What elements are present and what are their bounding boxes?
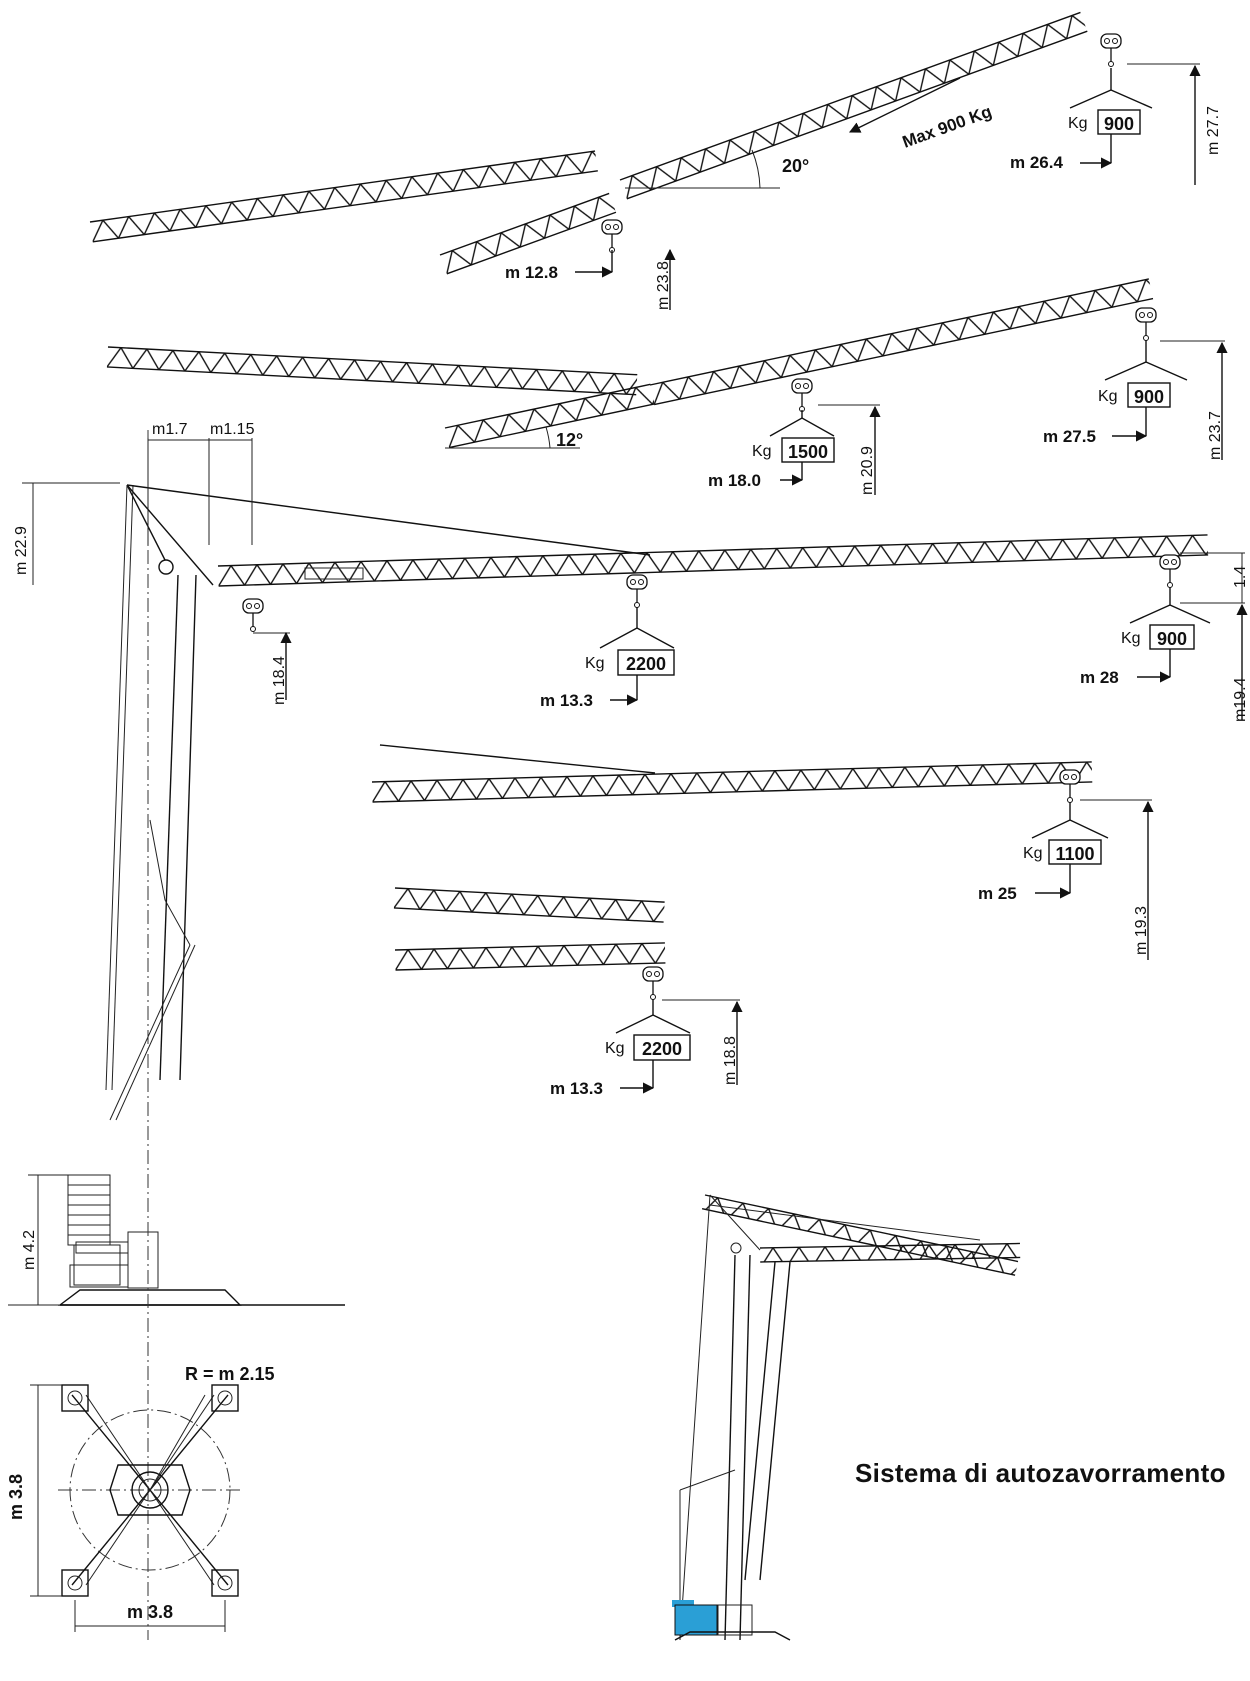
offset-2: m1.15: [210, 421, 255, 438]
base-width: m 3.8: [127, 1602, 173, 1622]
folded-radius: m 13.3: [550, 1079, 603, 1098]
tip-radius-horizontal: m 28: [1080, 668, 1119, 687]
max-load-arrow: [848, 77, 961, 133]
load-1100: [1031, 802, 1109, 865]
load-1500: [769, 410, 835, 463]
tip-radius-20: m 26.4: [1010, 153, 1063, 172]
mid-height-12: m 20.9: [859, 446, 876, 495]
mid-radius-12: m 18.0: [708, 471, 761, 490]
min-hook-height: m 18.4: [271, 656, 288, 705]
offset-1: m1.7: [152, 421, 188, 438]
load-900-top: [1069, 68, 1153, 135]
tower-height: m 22.9: [13, 526, 30, 575]
tip-height-horizontal: m19.4: [1232, 677, 1249, 722]
tip-radius-12: m 27.5: [1043, 427, 1096, 446]
load-2200-folded: [615, 999, 691, 1061]
load-900-horizontal: [1129, 587, 1211, 650]
kg-unit: Kg: [1068, 115, 1088, 132]
kg-unit: Kg: [752, 443, 772, 460]
kg-unit: Kg: [605, 1040, 625, 1057]
mid-radius-horizontal: m 13.3: [540, 691, 593, 710]
base-radius: R = m 2.15: [185, 1364, 275, 1384]
load-900-12: [1104, 340, 1188, 408]
jib-folded: [393, 887, 666, 1001]
tip-height-20: m 27.7: [1205, 106, 1222, 155]
hook-radius-20: m 12.8: [505, 263, 558, 282]
self-ballast-crane: [672, 1194, 1021, 1641]
folded-height: m 18.8: [722, 1036, 739, 1085]
load-2200-horizontal: [599, 607, 675, 676]
kg-unit: Kg: [1023, 845, 1043, 862]
hook-height-20: m 23.8: [655, 261, 672, 310]
tip-load-12: 900: [1134, 387, 1164, 407]
max-load-label: Max 900 Kg: [900, 102, 994, 152]
folded-load: 2200: [642, 1039, 682, 1059]
tip-load-20: 900: [1104, 114, 1134, 134]
mid-load-horizontal: 2200: [626, 654, 666, 674]
kg-unit: Kg: [1098, 388, 1118, 405]
base-depth: m 3.8: [6, 1474, 26, 1520]
title: Sistema di autozavorramento: [855, 1458, 1226, 1488]
jib-25: [371, 744, 1093, 804]
jib-20deg: [89, 11, 1122, 275]
main-crane: [8, 430, 1209, 1640]
angle-12-label: 12°: [556, 430, 583, 450]
mid-load-12: 1500: [788, 442, 828, 462]
base-plan: [58, 1384, 240, 1597]
tip-load-horizontal: 900: [1157, 629, 1187, 649]
kg-unit: Kg: [1121, 630, 1141, 647]
angle-20-label: 20°: [782, 156, 809, 176]
tip-radius-25: m 25: [978, 884, 1017, 903]
tip-offset: 1.4: [1232, 566, 1249, 588]
tip-height-25: m 19.3: [1133, 906, 1150, 955]
ballast-height: m 4.2: [21, 1230, 38, 1270]
jib-12deg: [106, 278, 1157, 449]
tip-load-25: 1100: [1055, 844, 1094, 864]
kg-unit: Kg: [585, 655, 605, 672]
tip-height-12: m 23.7: [1207, 411, 1224, 460]
